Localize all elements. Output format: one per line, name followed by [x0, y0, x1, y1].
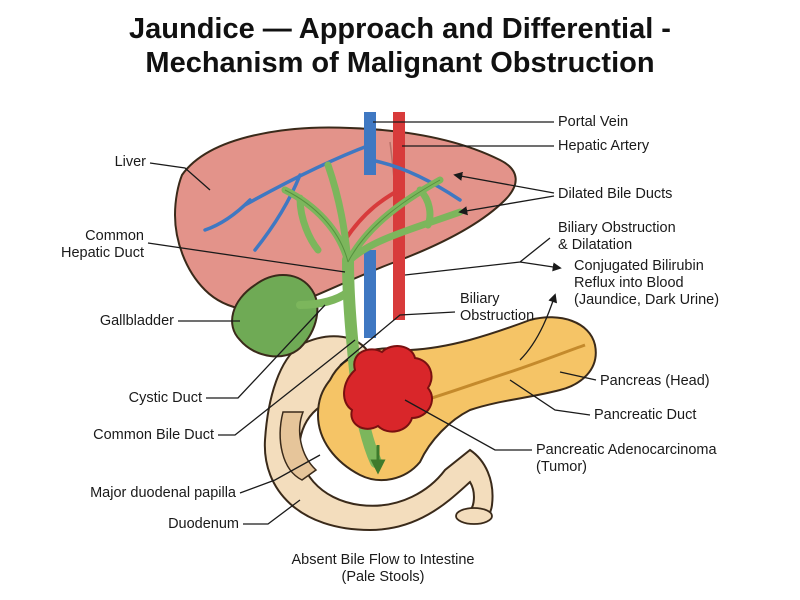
- label-biliary-obstruction-dilatation-line-1: Biliary Obstruction: [558, 220, 676, 236]
- label-duodenum: Duodenum: [168, 516, 239, 532]
- label-common-hepatic-duct-line-1: Common: [85, 228, 144, 244]
- leader-tumor: [404, 399, 532, 451]
- hepatic-artery-branch: [343, 188, 400, 242]
- label-absent-bile-flow: Absent Bile Flow to Intestine (Pale Stoo…: [268, 552, 498, 586]
- label-conjugated-bilirubin-line-1: Conjugated Bilirubin: [574, 258, 704, 274]
- portal-vein-branches: [203, 143, 462, 252]
- label-absent-bile-flow-line-2: (Pale Stools): [341, 569, 425, 585]
- leader-bilirubin: [519, 261, 562, 272]
- label-biliary-obstruction: Biliary Obstruction: [460, 291, 534, 325]
- label-dilated-bile-ducts: Dilated Bile Ducts: [558, 186, 673, 202]
- tumor-shape: [343, 345, 433, 433]
- leader-cystic-duct: [206, 304, 326, 399]
- label-pancreas-head: Pancreas (Head): [600, 373, 710, 389]
- leader-common-hepatic-duct: [147, 242, 346, 273]
- label-pancreatic-adenocarcinoma: Pancreatic Adenocarcinoma (Tumor): [536, 442, 717, 476]
- label-cystic-duct: Cystic Duct: [128, 390, 202, 406]
- label-absent-bile-flow-line-1: Absent Bile Flow to Intestine: [291, 552, 475, 568]
- bile-duct-outline: [284, 179, 441, 263]
- label-common-bile-duct: Common Bile Duct: [93, 427, 214, 443]
- leader-common-bile-duct: [218, 339, 356, 436]
- label-pancreatic-duct: Pancreatic Duct: [594, 407, 697, 423]
- label-portal-vein: Portal Vein: [558, 114, 629, 130]
- duodenum-lumen: [279, 411, 318, 481]
- label-common-hepatic-duct: Common Hepatic Duct: [40, 228, 144, 262]
- leader-dilated-ducts-1: [453, 171, 555, 194]
- leader-bilirubin-up: [519, 293, 558, 361]
- leader-dilated-ducts-2: [458, 195, 555, 216]
- leader-duodenum: [243, 499, 301, 525]
- label-conjugated-bilirubin: Conjugated Bilirubin Reflux into Blood (…: [574, 258, 719, 309]
- duodenum-shape: [263, 335, 494, 532]
- page-title: Jaundice — Approach and Differential - M…: [0, 12, 800, 80]
- title-line-1: Jaundice — Approach and Differential -: [129, 13, 671, 45]
- title-line-2: Mechanism of Malignant Obstruction: [145, 47, 655, 79]
- leader-biliary-obstruction: [339, 311, 456, 366]
- duodenum-end: [455, 507, 493, 525]
- label-biliary-obstruction-dilatation-line-2: & Dilatation: [558, 237, 633, 253]
- label-common-hepatic-duct-line-2: Hepatic Duct: [60, 245, 144, 261]
- cystic-duct: [296, 288, 352, 309]
- label-major-duodenal-papilla: Major duodenal papilla: [90, 485, 236, 501]
- leader-pancreatic-duct: [509, 379, 591, 416]
- label-biliary-obstruction-line-1: Biliary: [460, 291, 500, 307]
- leader-papilla: [239, 454, 321, 494]
- label-biliary-obstruction-line-2: Obstruction: [460, 308, 535, 324]
- label-liver: Liver: [114, 154, 146, 170]
- leader-pancreas-head: [559, 371, 597, 381]
- label-pancreatic-adenocarcinoma-line-1: Pancreatic Adenocarcinoma: [536, 442, 717, 458]
- label-biliary-obstruction-dilatation: Biliary Obstruction & Dilatation: [558, 220, 676, 254]
- label-conjugated-bilirubin-line-3: (Jaundice, Dark Urine): [574, 292, 720, 308]
- label-gallbladder: Gallbladder: [99, 313, 174, 329]
- label-hepatic-artery: Hepatic Artery: [558, 138, 650, 154]
- label-pancreatic-adenocarcinoma-line-2: (Tumor): [536, 459, 588, 475]
- label-conjugated-bilirubin-line-2: Reflux into Blood: [574, 275, 684, 291]
- leader-liver: [149, 162, 211, 191]
